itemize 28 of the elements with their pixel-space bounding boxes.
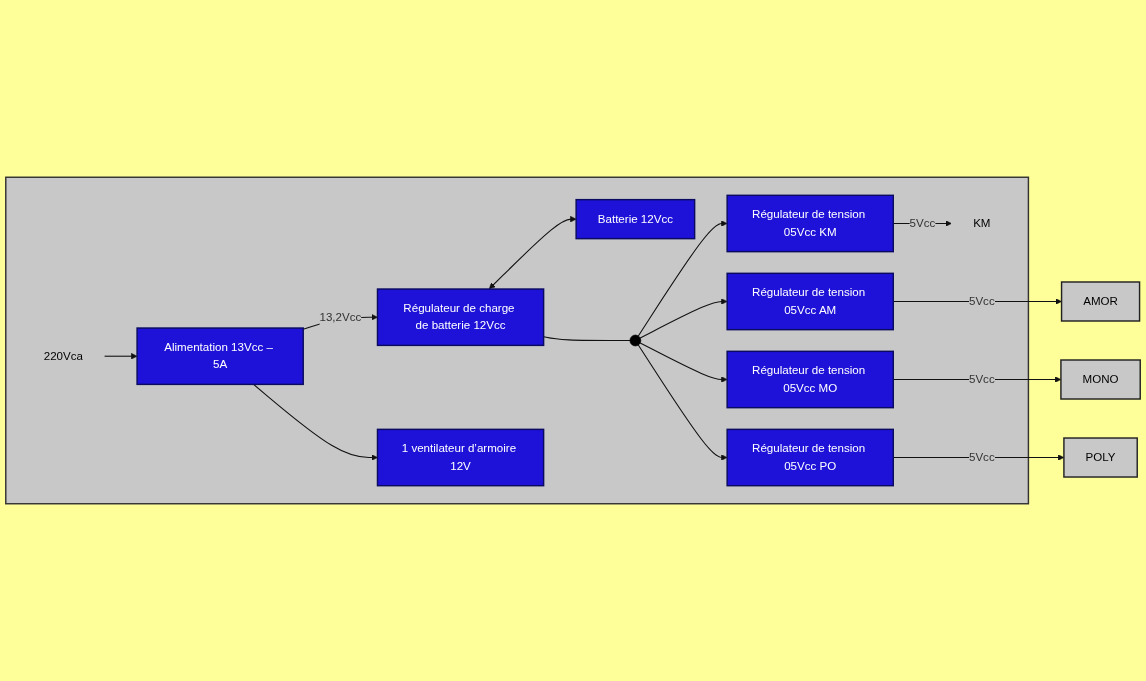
node-circle [629, 334, 642, 347]
arrow [253, 383, 378, 461]
arrow [639, 342, 728, 383]
arrow [104, 353, 138, 360]
node-box: 1 ventilateur d’armoire 12V [376, 428, 545, 487]
node-box: Régulateur de tension 05Vcc PO [726, 428, 894, 487]
node-box: AMOR [1060, 281, 1141, 322]
node-box: POLY [1063, 437, 1138, 478]
node-text: 220Vca [43, 349, 83, 362]
arrow [637, 220, 728, 337]
edge-label: 5Vcc [968, 451, 995, 464]
node-box: Alimentation 13Vcc – 5A [136, 327, 304, 386]
edge-label: 13,2Vcc [319, 310, 362, 323]
connector [543, 336, 631, 342]
node-box: Régulateur de charge de batterie 12Vcc [376, 288, 545, 347]
arrow [489, 215, 577, 290]
node-box: Régulateur de tension 05Vcc KM [726, 194, 894, 253]
arrow [637, 344, 728, 461]
arrow [639, 298, 728, 339]
node-text: KM [973, 216, 991, 230]
edge-label: 5Vcc [968, 294, 995, 308]
node-box: Batterie 12Vcc [575, 198, 696, 240]
node-box: Régulateur de tension 05Vcc AM [726, 272, 894, 331]
node-box: Régulateur de tension 05Vcc MO [726, 350, 894, 409]
node-box: MONO [1060, 359, 1141, 400]
edge-label: 5Vcc [968, 373, 995, 386]
cluster [5, 176, 1030, 505]
edge-label: 5Vcc [909, 216, 936, 230]
